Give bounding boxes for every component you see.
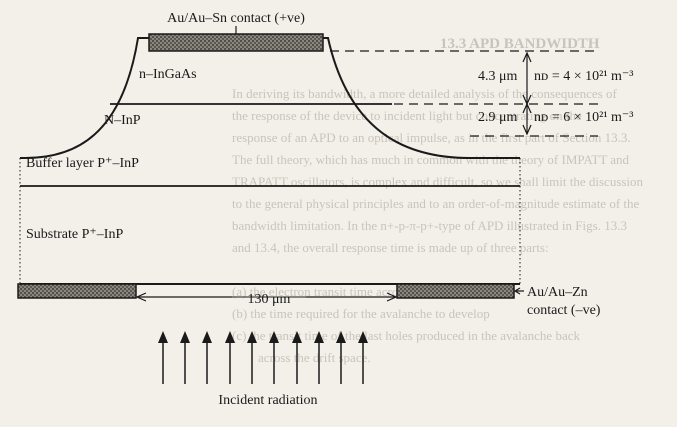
window-width-dimension — [135, 292, 398, 302]
thickness-dimensions — [330, 50, 598, 137]
background-line: response of an APD to an optical impulse… — [232, 130, 631, 145]
background-page-text: 13.3 APD BANDWIDTH In deriving its bandw… — [232, 36, 644, 365]
substrate-label: Substrate P⁺–InP — [26, 227, 123, 242]
incident-radiation-arrows — [158, 331, 368, 384]
dim-inp-label: 2.9 μm — [478, 110, 518, 125]
doping-ingaas-label: nᴅ = 4 × 10²¹ m⁻³ — [534, 69, 634, 84]
radiation-arrow — [247, 331, 257, 384]
background-line: and 13.4, the overall response time is m… — [232, 240, 549, 255]
bottom-contact-label-line2: contact (–ve) — [527, 303, 601, 318]
dim-ingaas-label: 4.3 μm — [478, 69, 518, 84]
background-line: the response of the device to incident l… — [232, 108, 582, 123]
radiation-arrow — [314, 331, 324, 384]
buffer-layer-label: Buffer layer P⁺–InP — [26, 156, 139, 171]
top-contact-pad — [148, 33, 324, 52]
bottom-contact-right — [396, 283, 515, 299]
window-width-label: 130 μm — [248, 292, 291, 307]
background-heading: 13.3 APD BANDWIDTH — [440, 36, 600, 52]
arrowhead-up-top — [522, 51, 532, 63]
background-line: bandwidth limitation. In the n+-p-π-p+-t… — [232, 218, 627, 233]
arrowhead-up-middle — [522, 102, 532, 114]
background-line: to the general physical principles and t… — [232, 196, 640, 211]
layer-inp-label: N–InP — [104, 113, 141, 128]
bottom-contact-label-line1: Au/Au–Zn — [527, 285, 588, 300]
background-line: In deriving its bandwidth, a more detail… — [232, 86, 618, 101]
background-line: The full theory, which has much in commo… — [232, 152, 630, 167]
top-contact-label: Au/Au–Sn contact (+ve) — [167, 11, 305, 26]
arrowhead-down-bottom — [522, 124, 532, 136]
radiation-arrow — [158, 331, 168, 384]
background-line: across the drift space. — [258, 350, 371, 365]
bottom-contact-left — [17, 283, 137, 299]
radiation-arrow — [292, 331, 302, 384]
radiation-arrow — [269, 331, 279, 384]
incident-radiation-label: Incident radiation — [218, 393, 317, 408]
radiation-arrow — [358, 331, 368, 384]
bottom-contact-pointer — [513, 287, 524, 295]
background-line: (c) the transit time of the last holes p… — [232, 328, 580, 343]
layer-ingaas-label: n–InGaAs — [139, 67, 197, 82]
radiation-arrow — [336, 331, 346, 384]
background-line: (b) the time required for the avalanche … — [232, 306, 490, 321]
radiation-arrow — [180, 331, 190, 384]
doping-inp-label: nᴅ = 6 × 10²¹ m⁻³ — [534, 110, 634, 125]
radiation-arrow — [225, 331, 235, 384]
radiation-arrow — [202, 331, 212, 384]
